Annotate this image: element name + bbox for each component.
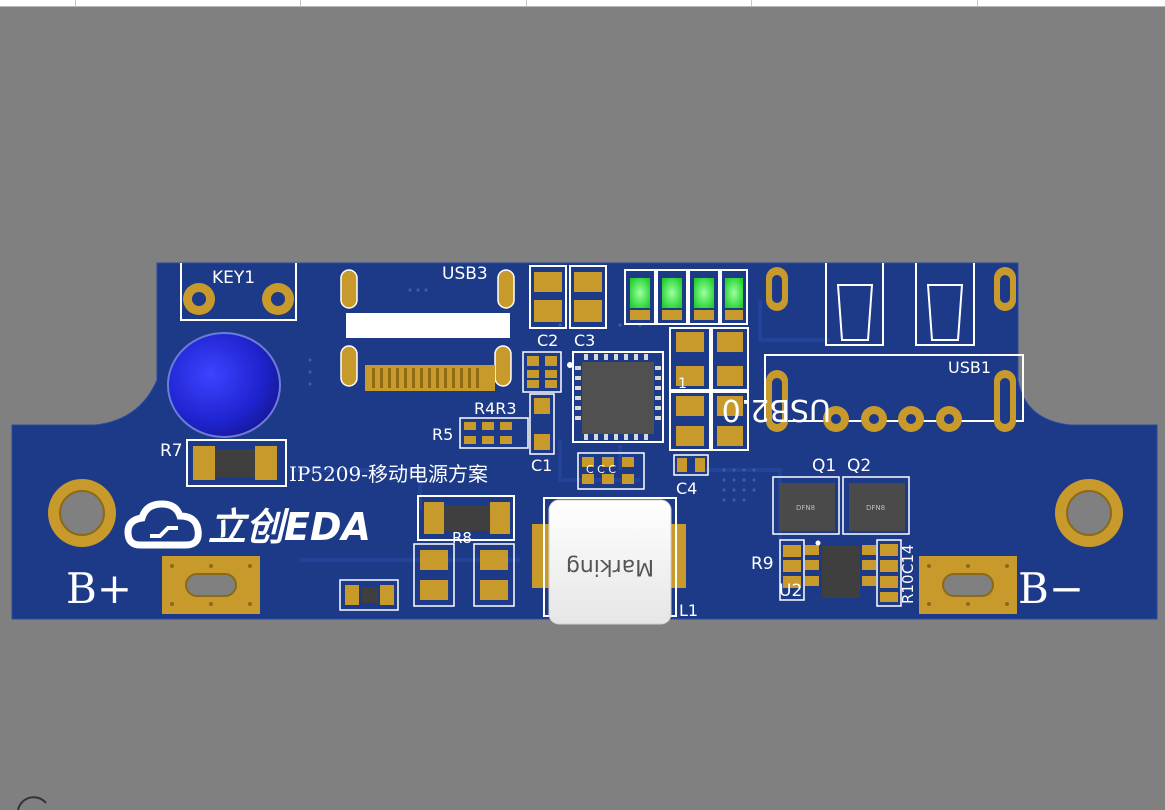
mount-hole-right <box>1055 479 1123 547</box>
mosfet-q1: DFN8 <box>772 476 840 535</box>
battery-plus-pad <box>162 556 260 614</box>
q1-marking: DFN8 <box>796 504 815 512</box>
resistor-r8 <box>417 495 515 541</box>
u2-protection-ic <box>779 539 902 607</box>
q2-label: Q2 <box>847 456 871 476</box>
toolbar-strip <box>0 0 1165 7</box>
key1-label: KEY1 <box>212 268 255 288</box>
usb-silkscreen-text: USB2.0 <box>722 392 831 427</box>
button-cap[interactable] <box>167 332 281 438</box>
c3-label: C3 <box>574 331 595 350</box>
small-caps-label: C C C <box>586 463 616 476</box>
small-caps-c2c3 <box>522 351 562 393</box>
c2-label: C2 <box>537 331 558 350</box>
mount-hole-left <box>48 479 116 547</box>
l1-partial-label: 1 <box>678 376 687 392</box>
cloud-icon <box>124 500 202 549</box>
caps-right-of-ic <box>669 327 749 476</box>
r8-label: R8 <box>452 529 472 547</box>
via-field <box>308 288 756 502</box>
logo-text: 立创EDA <box>208 505 371 549</box>
cap-c2 <box>529 265 567 329</box>
inductor-marking-text: Marking <box>566 554 654 579</box>
axis-gizmo-icon <box>17 796 47 810</box>
usb1-label: USB1 <box>948 358 991 377</box>
lceda-logo: 立创EDA <box>124 500 371 549</box>
key1-footprint <box>180 263 297 321</box>
r7-label: R7 <box>160 441 183 461</box>
l1-label: L1 <box>679 601 698 620</box>
c1-label: C1 <box>531 456 552 475</box>
q2-marking: DFN8 <box>866 504 885 512</box>
caps-near-r8 <box>339 543 515 611</box>
led-group <box>624 269 748 325</box>
u2-label: U2 <box>779 581 802 601</box>
battery-minus-pad <box>919 556 1017 614</box>
resistors-r3-r5 <box>459 393 645 490</box>
usb3-connector <box>340 269 515 391</box>
inductor-l1: Marking <box>532 497 686 625</box>
usb1-connector <box>764 263 1024 432</box>
r5-label: R5 <box>432 425 453 444</box>
resistor-r7 <box>186 439 287 487</box>
r4r3-label: R4R3 <box>474 399 517 418</box>
board-title: IP5209-移动电源方案 <box>289 462 488 486</box>
cap-c3 <box>569 265 607 329</box>
battery-plus-label: B+ <box>66 564 132 613</box>
battery-minus-label: B− <box>1018 564 1084 613</box>
r9-label: R9 <box>751 554 774 574</box>
usb3-label: USB3 <box>442 264 488 284</box>
c14-label: C14 <box>899 544 917 574</box>
q1-label: Q1 <box>812 456 836 476</box>
mosfet-q2: DFN8 <box>842 476 910 535</box>
ic-ip5209 <box>567 351 664 443</box>
c4-label: C4 <box>676 479 697 498</box>
r10-label: R10 <box>899 574 917 604</box>
